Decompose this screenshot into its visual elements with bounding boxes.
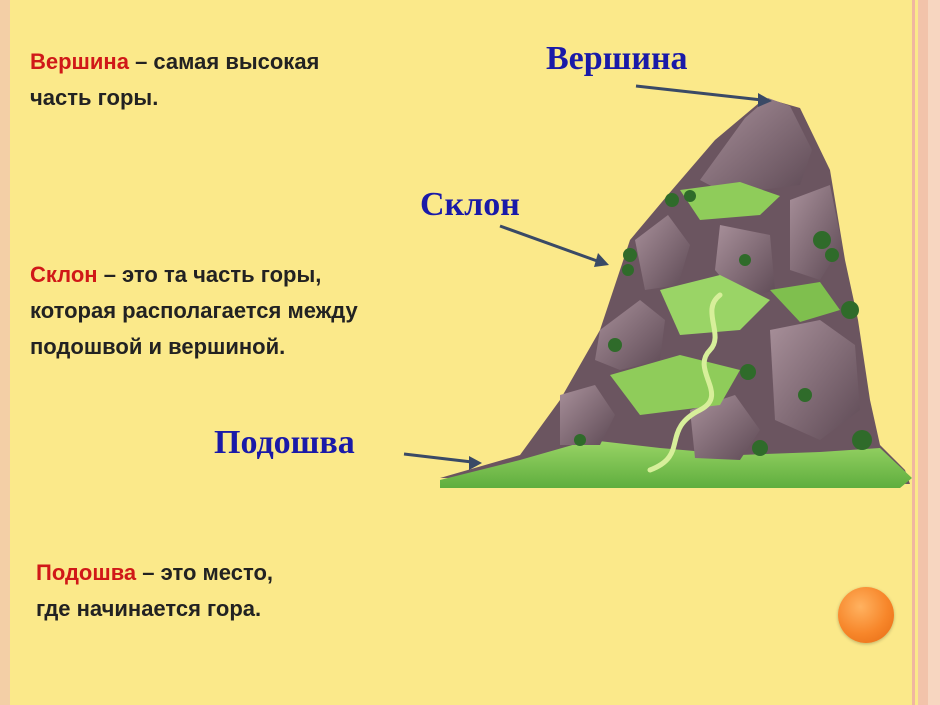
term-foot: Подошва bbox=[36, 560, 137, 585]
rock-left-upper bbox=[635, 215, 690, 290]
label-slope: Склон bbox=[420, 186, 520, 223]
definition-foot: Подошва – это место, где начинается гора… bbox=[36, 555, 273, 627]
rock-base-right bbox=[690, 395, 760, 460]
arrow-foot bbox=[403, 452, 473, 464]
rock-peak bbox=[700, 98, 812, 196]
rock-right-mid bbox=[770, 320, 860, 440]
definition-slope-line2: которая располагается между bbox=[30, 298, 358, 323]
mountain-ground bbox=[440, 440, 912, 488]
label-foot: Подошва bbox=[214, 424, 355, 461]
arrow-slope bbox=[499, 224, 601, 264]
grass-patch-4 bbox=[770, 282, 840, 322]
term-slope: Склон bbox=[30, 262, 98, 287]
definition-slope-text: – это та часть горы, bbox=[97, 262, 322, 287]
arrow-slope-head bbox=[594, 253, 609, 267]
definition-foot-text: – это место, bbox=[136, 560, 274, 585]
tree-cluster bbox=[574, 190, 872, 456]
arrow-foot-head bbox=[469, 456, 482, 470]
rock-left-mid bbox=[595, 300, 665, 370]
decorative-orange-circle bbox=[838, 587, 894, 643]
grass-patch-1 bbox=[680, 182, 780, 220]
definition-foot-line2: где начинается гора. bbox=[36, 596, 262, 621]
definition-peak-line2: часть горы. bbox=[30, 85, 159, 110]
arrows bbox=[403, 84, 772, 470]
definition-slope-line3: подошвой и вершиной. bbox=[30, 334, 286, 359]
definition-peak-text: – самая высокая bbox=[128, 49, 320, 74]
arrow-peak bbox=[635, 84, 763, 102]
definition-peak: Вершина – самая высокая часть горы. bbox=[30, 44, 319, 116]
mountain-path bbox=[647, 292, 723, 473]
definition-slope: Склон – это та часть горы, которая распо… bbox=[30, 257, 358, 365]
rock-lower-left bbox=[560, 385, 615, 445]
label-peak: Вершина bbox=[546, 40, 688, 77]
left-border bbox=[0, 0, 10, 705]
arrow-peak-head bbox=[758, 93, 772, 107]
right-stripes bbox=[908, 0, 940, 705]
term-peak: Вершина bbox=[30, 49, 129, 74]
